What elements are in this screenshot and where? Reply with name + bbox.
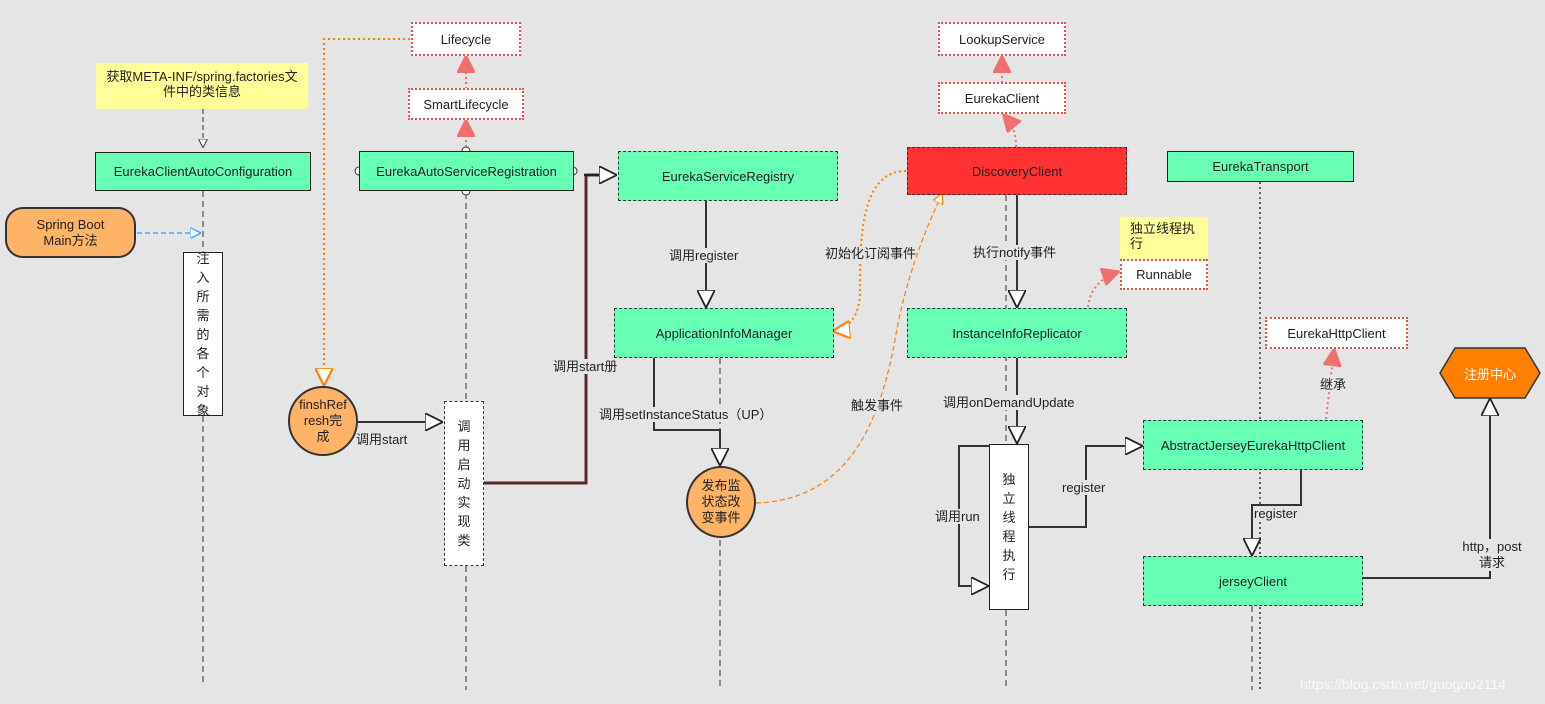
- call-register-label: 调用register: [669, 248, 739, 263]
- independent-thread-activation[interactable]: 独立线程执行: [989, 444, 1029, 610]
- inject-objects-label: 注入所需的各个对象: [196, 250, 210, 418]
- registry-center-node[interactable]: 注册中心: [1440, 348, 1540, 398]
- finsh-refresh-label: finshRefresh完成: [299, 397, 347, 444]
- runnable-label: Runnable: [1136, 267, 1192, 282]
- call-start-register-label: 调用start册: [553, 359, 618, 374]
- watermark: https://blog.csdn.net/guoguo2114: [1300, 676, 1507, 692]
- eureka-http-client-node[interactable]: EurekaHttpClient: [1265, 317, 1408, 349]
- application-info-manager-node[interactable]: ApplicationInfoManager: [614, 308, 834, 358]
- smart-lifecycle-node[interactable]: SmartLifecycle: [408, 88, 524, 120]
- abstract-jersey-eureka-http-client-label: AbstractJerseyEurekaHttpClient: [1160, 437, 1346, 453]
- smart-lifecycle-label: SmartLifecycle: [423, 96, 509, 112]
- lifecycle-label: Lifecycle: [440, 31, 492, 47]
- invoke-start-impl-label: 调用启动实现类: [457, 419, 471, 548]
- instance-info-replicator-label: InstanceInfoReplicator: [952, 325, 1082, 341]
- eureka-client-label: EurekaClient: [964, 90, 1040, 106]
- eureka-service-registry-label: EurekaServiceRegistry: [661, 168, 795, 184]
- eureka-auto-service-registration-node[interactable]: EurekaAutoServiceRegistration: [359, 151, 574, 191]
- exec-notify-event-label: 执行notify事件: [973, 245, 1057, 260]
- http-post-label: http，post请求: [1462, 539, 1522, 571]
- spring-boot-main-node[interactable]: Spring Boot Main方法: [5, 207, 136, 258]
- independent-thread-note-text: 独立线程执行: [1130, 221, 1196, 251]
- lifecycle-node[interactable]: Lifecycle: [411, 22, 521, 56]
- jersey-client-node[interactable]: jerseyClient: [1143, 556, 1363, 606]
- instance-info-replicator-node[interactable]: InstanceInfoReplicator: [907, 308, 1127, 358]
- eureka-service-registry-node[interactable]: EurekaServiceRegistry: [618, 151, 838, 201]
- register-label-1: register: [1062, 480, 1106, 495]
- spring-boot-main-label: Spring Boot Main方法: [36, 216, 105, 248]
- runnable-node[interactable]: Runnable: [1120, 259, 1208, 290]
- call-start-label: 调用start: [356, 432, 408, 447]
- eureka-http-client-label: EurekaHttpClient: [1287, 325, 1386, 341]
- trigger-event-label: 触发事件: [851, 398, 904, 413]
- inherit-label: 继承: [1320, 377, 1347, 392]
- eureka-client-node[interactable]: EurekaClient: [938, 82, 1066, 114]
- registry-center-hexagon: [1439, 347, 1541, 399]
- jersey-client-label: jerseyClient: [1219, 573, 1287, 589]
- abstract-jersey-eureka-http-client-node[interactable]: AbstractJerseyEurekaHttpClient: [1143, 420, 1363, 470]
- invoke-start-impl-activation[interactable]: 调用启动实现类: [444, 401, 484, 566]
- inject-objects-activation[interactable]: 注入所需的各个对象: [183, 251, 223, 418]
- lookup-service-label: LookupService: [959, 31, 1045, 47]
- eureka-client-auto-configuration-label: EurekaClientAutoConfiguration: [113, 164, 293, 179]
- discovery-client-label: DiscoveryClient: [971, 163, 1063, 179]
- call-run-label: 调用run: [935, 509, 980, 524]
- spring-factories-note: 获取META-INF/spring.factories文件中的类信息: [96, 63, 308, 109]
- spring-factories-note-text: 获取META-INF/spring.factories文件中的类信息: [106, 69, 298, 99]
- call-on-demand-update-label: 调用onDemandUpdate: [943, 395, 1075, 410]
- eureka-transport-node[interactable]: EurekaTransport: [1167, 151, 1354, 182]
- eureka-client-auto-configuration-node[interactable]: EurekaClientAutoConfiguration: [95, 152, 311, 191]
- application-info-manager-label: ApplicationInfoManager: [655, 325, 793, 341]
- eureka-auto-service-registration-label: EurekaAutoServiceRegistration: [376, 163, 557, 179]
- publish-status-event-node[interactable]: 发布监状态改变事件: [686, 466, 756, 538]
- finsh-refresh-node[interactable]: finshRefresh完成: [288, 386, 358, 456]
- eureka-transport-label: EurekaTransport: [1212, 159, 1309, 174]
- discovery-client-node[interactable]: DiscoveryClient: [907, 147, 1127, 195]
- independent-thread-label: 独立线程执行: [1002, 472, 1016, 582]
- independent-thread-note: 独立线程执行: [1120, 217, 1208, 259]
- registry-center-label: 注册中心: [1463, 366, 1516, 382]
- register-label-2: register: [1254, 506, 1298, 521]
- publish-status-event-label: 发布监状态改变事件: [701, 478, 741, 525]
- call-set-instance-status-label: 调用setInstanceStatus（UP）: [599, 407, 773, 422]
- init-subscribe-event-label: 初始化订阅事件: [825, 246, 917, 261]
- lookup-service-node[interactable]: LookupService: [938, 22, 1066, 56]
